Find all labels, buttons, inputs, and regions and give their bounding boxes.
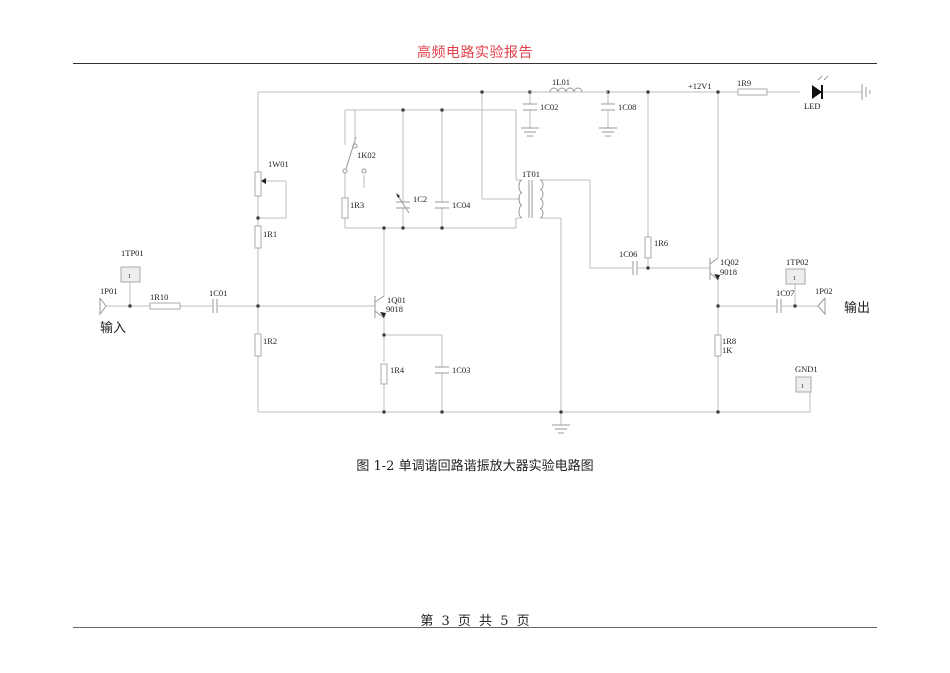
svg-text:1R8: 1R8 xyxy=(722,336,736,346)
ground-icon xyxy=(552,424,570,434)
svg-text:1C08: 1C08 xyxy=(618,102,636,112)
report-header-title: 高频电路实验报告 xyxy=(417,45,533,61)
resistor-1r10: 1R10 xyxy=(149,292,181,310)
svg-text:1R1: 1R1 xyxy=(263,229,277,239)
svg-text:1C2: 1C2 xyxy=(413,194,427,204)
resistor-1r1: 1R1 xyxy=(254,225,277,249)
output-port-label: 1P02 xyxy=(815,286,832,296)
svg-text:1K: 1K xyxy=(722,345,733,355)
resistor-1r3: 1R3 xyxy=(341,197,364,219)
capacitor-1c06: 1C06 xyxy=(619,249,638,275)
svg-text:1: 1 xyxy=(801,384,804,390)
transistor-1q02: 1Q02 9018 xyxy=(709,257,739,281)
resistor-1r8: 1R8 1K xyxy=(714,334,736,357)
svg-text:1C02: 1C02 xyxy=(540,102,558,112)
svg-text:1R6: 1R6 xyxy=(654,238,668,248)
gnd1-label: GND1 xyxy=(795,364,818,374)
resistor-1r2: 1R2 xyxy=(254,333,277,357)
svg-text:1: 1 xyxy=(128,274,131,280)
input-label: 输入 xyxy=(100,320,126,335)
input-port-label: 1P01 xyxy=(100,286,117,296)
capacitor-1c03: 1C03 xyxy=(435,365,470,375)
potentiometer-1w01: 1W01 xyxy=(254,159,289,197)
svg-text:1R10: 1R10 xyxy=(150,292,168,302)
led-indicator: LED xyxy=(804,75,829,111)
transformer-1t01: 1T01 xyxy=(518,169,544,219)
svg-text:1C01: 1C01 xyxy=(209,288,227,298)
svg-text:1L01: 1L01 xyxy=(552,77,570,87)
svg-text:1C07: 1C07 xyxy=(776,288,794,298)
input-port-1p01: 1P01 xyxy=(99,286,117,316)
capacitor-1c04: 1C04 xyxy=(435,200,471,210)
output-port-1p02: 1P02 xyxy=(815,286,832,316)
test-point-1tp01: 1 1TP01 xyxy=(120,248,144,283)
test-point-1tp02: 1 1TP02 xyxy=(785,257,809,285)
resistor-1r9: 1R9 xyxy=(737,78,768,96)
svg-text:1T01: 1T01 xyxy=(522,169,540,179)
capacitor-1c07: 1C07 xyxy=(776,288,794,313)
svg-text:1C03: 1C03 xyxy=(452,365,470,375)
svg-text:1: 1 xyxy=(793,276,796,282)
chassis-ground-icon xyxy=(861,84,871,100)
capacitor-1c02: 1C02 xyxy=(523,102,558,112)
svg-text:9018: 9018 xyxy=(386,304,403,314)
capacitor-1c01: 1C01 xyxy=(209,288,227,313)
page-number: 第 3 页 共 5 页 xyxy=(420,614,530,629)
ground-icon xyxy=(599,127,617,137)
ground-icon xyxy=(521,127,539,137)
svg-text:1Q02: 1Q02 xyxy=(720,257,739,267)
svg-text:9018: 9018 xyxy=(720,267,737,277)
svg-text:1Q01: 1Q01 xyxy=(387,295,406,305)
svg-text:1W01: 1W01 xyxy=(268,159,289,169)
test-point-gnd1: 1 GND1 xyxy=(795,364,818,393)
svg-text:LED: LED xyxy=(804,101,821,111)
resistor-1r6: 1R6 xyxy=(644,236,668,259)
transistor-1q01: 1Q01 9018 xyxy=(374,295,406,319)
supply-label: +12V1 xyxy=(688,81,712,91)
wires xyxy=(106,91,862,425)
output-label: 输出 xyxy=(844,300,870,315)
svg-text:1R4: 1R4 xyxy=(390,365,405,375)
tp01-label: 1TP01 xyxy=(121,248,144,258)
svg-text:1R3: 1R3 xyxy=(350,200,364,210)
resistor-1r4: 1R4 xyxy=(380,363,405,385)
header-rule xyxy=(73,63,877,64)
svg-text:1K02: 1K02 xyxy=(357,150,376,160)
footer-rule xyxy=(73,627,877,628)
svg-text:1C06: 1C06 xyxy=(619,249,637,259)
svg-text:1R9: 1R9 xyxy=(737,78,751,88)
figure-caption: 图 1-2 单调谐回路谐振放大器实验电路图 xyxy=(356,459,594,474)
svg-text:1R2: 1R2 xyxy=(263,336,277,346)
tp02-label: 1TP02 xyxy=(786,257,809,267)
switch-1k02: 1K02 xyxy=(342,110,376,174)
variable-capacitor-1c2: 1C2 xyxy=(396,193,427,214)
svg-text:1C04: 1C04 xyxy=(452,200,471,210)
capacitor-1c08: 1C08 xyxy=(601,102,636,112)
inductor-1l01: 1L01 xyxy=(530,77,608,93)
